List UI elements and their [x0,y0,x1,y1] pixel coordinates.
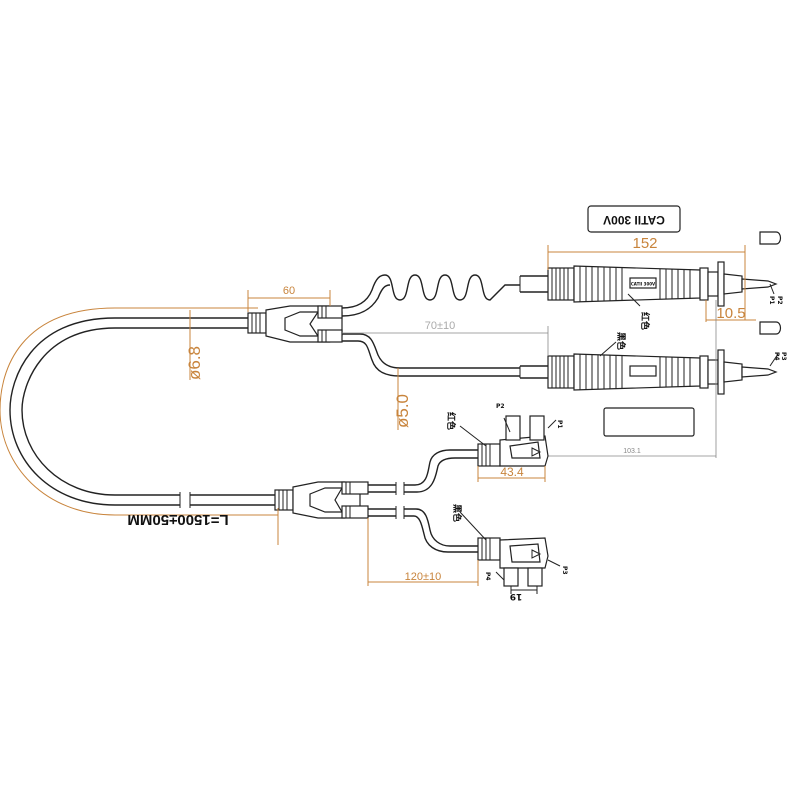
label-black-clip: 黑色 [451,504,463,522]
main-cable [9,317,275,508]
dim-103-1: 103.1 [548,300,717,458]
dim-103-1-text: 103.1 [623,448,641,455]
bottom-splitter [274,481,369,519]
dim-60-text: 60 [283,285,295,297]
clip-black [477,537,549,587]
dim-70-text: 70±10 [425,320,456,332]
svg-text:红色: 红色 [639,312,651,330]
label-red-top: 红色 [627,293,651,330]
blank-label-box [603,407,695,437]
pin-label-p2: P2 [776,296,783,305]
dim-19-text: 19 [510,591,523,601]
cable-length-text: L=1500±50MM [127,511,228,528]
clip-black-labels: 黑色 P4 P3 [451,504,568,581]
pin-label-p3: P3 [780,352,787,361]
probe-red: CATII 300V [547,261,778,307]
dim-60: 60 [247,285,331,312]
dim-dia-5-0-text: ø5.0 [393,394,412,428]
coiled-cable [341,274,548,317]
dim-43-4-text: 43.4 [500,465,524,479]
black-cable [342,333,548,379]
dim-dia-5-0: ø5.0 [393,368,412,430]
dim-152: 152 [547,235,746,320]
dim-120: 120±10 [367,518,479,586]
dim-10-5-text: 10.5 [716,305,745,322]
clip-red [477,415,549,467]
label-black-top: 黑色 [599,332,627,357]
clip-pin-p1: P1 [556,420,563,429]
pin-label-p1: P1 [768,296,775,305]
cat-label: CATII 300V [603,213,665,227]
probe-black [547,349,778,395]
clip-pin-p2: P2 [496,403,505,410]
svg-text:黑色: 黑色 [615,332,627,350]
probe-black-grip-ribs [579,354,691,390]
dim-dia-6-8: ø6.8 [185,310,204,380]
label-red-clip: 红色 [445,412,457,430]
dim-10-5: 10.5 [705,300,756,322]
clip-red-labels: 红色 P2 P1 [445,403,563,447]
dim-70: 70±10 [342,320,549,356]
tip-pin-labels: P1 P2 P3 P4 [768,283,787,367]
dim-120-text: 120±10 [405,571,442,583]
probe-grip-ribs [579,266,691,302]
pin-label-p4: P4 [773,352,780,361]
dim-152-text: 152 [632,235,657,252]
cat-label-box: CATII 300V [587,205,681,233]
svg-text:CATII 300V: CATII 300V [631,282,656,287]
dim-43-4: 43.4 [477,465,546,482]
probe-tip-caps [759,231,782,335]
top-splitter [247,305,343,343]
dim-19: 19 [510,586,538,601]
dim-cable-length: L=1500±50MM [0,307,279,545]
clip-pin-p3: P3 [561,566,568,575]
clip-cables [368,449,478,553]
clip-pin-p4: P4 [484,572,491,581]
dim-dia-6-8-text: ø6.8 [185,346,204,380]
